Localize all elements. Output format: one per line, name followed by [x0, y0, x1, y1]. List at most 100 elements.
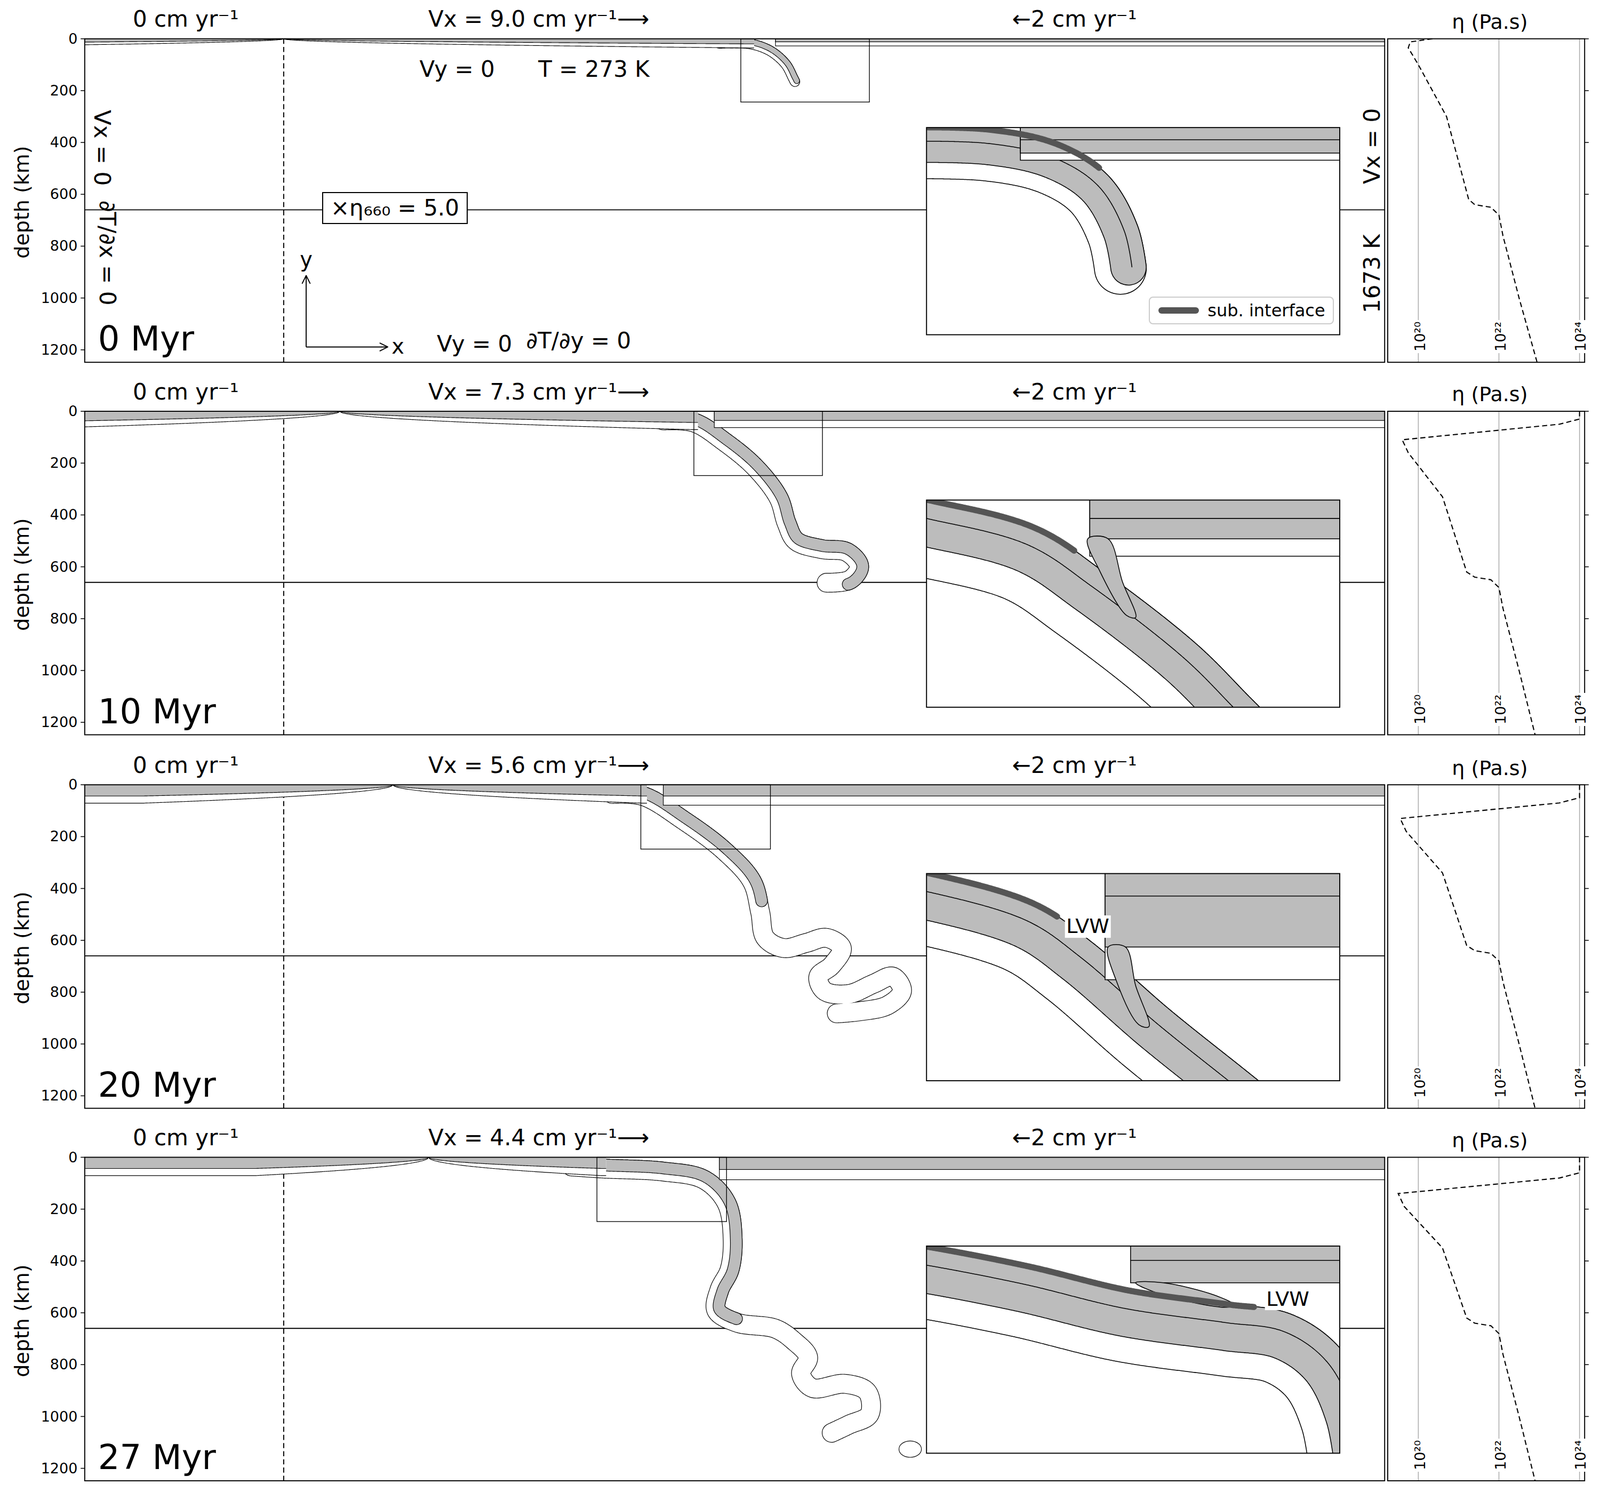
figure-label: Vy = 0 — [436, 331, 512, 357]
depth-tick — [80, 141, 85, 143]
inset-frame — [926, 1245, 1340, 1453]
figure-label: 1200 — [41, 1088, 78, 1104]
zoom-inset — [885, 492, 1356, 766]
reference-dashed-line — [283, 784, 285, 1108]
crust-base-line — [428, 1156, 607, 1168]
viscosity-gridline — [1498, 1156, 1500, 1480]
figure-label: 0 Myr — [98, 320, 195, 358]
figure-label: 800 — [50, 610, 78, 627]
mantle-wedge-tongue — [1107, 944, 1150, 1028]
zoom-inset — [885, 124, 1356, 335]
reference-dashed-line — [283, 38, 285, 363]
coordinate-axes — [301, 275, 388, 352]
depth-tick — [1584, 410, 1589, 412]
crust-inner-line — [1105, 895, 1340, 897]
figure-label: ∂T/∂y = 0 — [525, 328, 631, 354]
legend-sample — [1157, 304, 1200, 317]
viscosity-gridline — [1418, 784, 1420, 1108]
figure-label: 800 — [50, 1356, 78, 1373]
zoom-inset — [885, 1241, 1365, 1481]
depth-tick — [80, 1156, 85, 1158]
depth-tick — [80, 888, 85, 890]
depth-tick — [80, 193, 85, 195]
figure-label: ∂T/∂x = 0 — [94, 200, 120, 306]
figure-label: 400 — [50, 134, 78, 151]
plate-crust — [393, 784, 647, 796]
depth-tick — [80, 1416, 85, 1418]
figure-label: 1000 — [41, 1035, 78, 1052]
depth-tick — [80, 90, 85, 92]
plates — [84, 784, 1385, 1014]
plate-base-line — [84, 784, 394, 803]
crust-base-line — [393, 784, 647, 796]
plate-base-line — [84, 1156, 429, 1175]
slab-crust-outline — [571, 1162, 737, 1319]
figure-label: 0 — [68, 776, 78, 793]
slab-crust-outline — [662, 416, 863, 584]
zoom-box — [596, 1156, 727, 1222]
plate-base-line — [84, 411, 340, 427]
slab-crust — [926, 144, 1129, 268]
figure-label: 10²⁴ — [1572, 1066, 1589, 1100]
depth-tick — [80, 1363, 85, 1365]
legend-entry: sub. interface — [1148, 296, 1334, 325]
overriding-lithosphere — [719, 1156, 1385, 1180]
depth-tick — [80, 297, 85, 299]
plate-crust — [84, 784, 394, 796]
viscosity-gridline — [1498, 784, 1500, 1108]
slab-crust-outline — [612, 789, 762, 901]
figure-label: 1000 — [41, 1408, 78, 1425]
plate-lithosphere — [393, 784, 647, 803]
figure-label: 1000 — [41, 662, 78, 679]
figure-label: ←2 cm yr⁻¹ — [1012, 753, 1138, 778]
inset-frame — [926, 873, 1340, 1081]
figure-label: 800 — [50, 238, 78, 255]
time-panel — [80, 36, 1589, 363]
crust-base-line — [339, 411, 699, 423]
figure-label: Vx = 9.0 cm yr⁻¹⟶ — [428, 6, 650, 32]
figure-label: 0 — [68, 1149, 78, 1166]
depth-tick — [1584, 245, 1589, 247]
plate-lithosphere — [84, 38, 284, 45]
plate-lithosphere — [283, 38, 755, 48]
viscosity-gridline — [1579, 784, 1581, 1108]
depth-tick — [80, 1260, 85, 1262]
depth-tick — [1584, 991, 1589, 993]
overriding-lithosphere — [775, 38, 1385, 46]
viscosity-gridline — [1579, 38, 1581, 363]
figure-label: 200 — [50, 828, 78, 845]
depth-tick — [80, 1208, 85, 1210]
subduction-interface — [926, 127, 1100, 168]
parameter-box: ×η₆₆₀ = 5.0 — [322, 192, 468, 224]
figure-label: 600 — [50, 932, 78, 949]
depth-tick — [1584, 1363, 1589, 1365]
viscosity-curve — [1402, 411, 1580, 735]
figure-label: 10²² — [1493, 320, 1510, 354]
overriding-lithosphere — [1089, 499, 1340, 556]
depth-tick — [1584, 1312, 1589, 1314]
depth-tick — [1584, 618, 1589, 620]
plate-base-line — [283, 38, 755, 48]
figure-label: ←2 cm yr⁻¹ — [1012, 1125, 1138, 1150]
time-panel — [80, 782, 1589, 1109]
viscosity-gridline — [1579, 411, 1581, 735]
inset-content — [926, 1245, 1340, 1453]
slab-crust — [612, 789, 762, 901]
inset-frame — [926, 499, 1340, 707]
viscosity-gridline — [1498, 411, 1500, 735]
figure-label: 10²⁰ — [1412, 320, 1429, 354]
plate-crust — [84, 1156, 429, 1168]
overriding-crust — [719, 1156, 1385, 1170]
time-panel — [80, 409, 1589, 735]
figure-label: Vx = 5.6 cm yr⁻¹⟶ — [428, 753, 650, 778]
figure-label: 200 — [50, 82, 78, 99]
figure-label: 0 — [68, 403, 78, 420]
depth-tick — [80, 1095, 85, 1097]
depth-tick — [80, 618, 85, 620]
viscosity-frame — [1387, 784, 1585, 1108]
detached-slab — [899, 1440, 922, 1458]
panel-frame — [84, 38, 1385, 363]
figure-label: Vx = 7.3 cm yr⁻¹⟶ — [428, 379, 650, 405]
slab-outline — [663, 420, 860, 583]
